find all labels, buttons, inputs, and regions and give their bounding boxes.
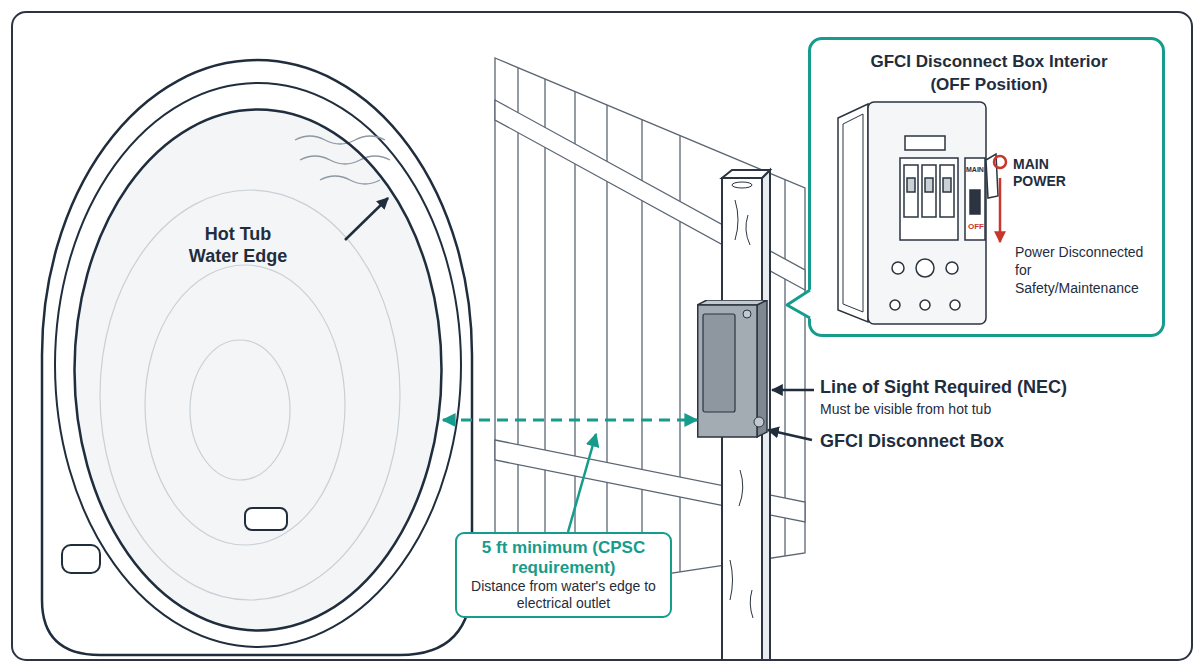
part-label: Hot Tub Water Edge xyxy=(183,223,293,267)
hot-tub-water: Hot Tub Water Edge xyxy=(73,108,443,632)
leader-arrow xyxy=(568,434,596,532)
requirement-heading: 5 ft minimum (CPSC requirement) xyxy=(465,538,662,578)
box-side xyxy=(757,300,767,437)
post-top xyxy=(722,170,770,178)
box-door xyxy=(703,314,735,412)
box-knockout xyxy=(754,417,764,427)
hot-tub xyxy=(42,60,472,655)
switch-state: OFF xyxy=(968,222,984,232)
requirement-note: Distance from water's edge to electrical… xyxy=(465,578,662,612)
connector-layer xyxy=(443,420,697,421)
box-screw xyxy=(743,310,751,318)
fence-plank xyxy=(574,92,575,588)
tub-rim xyxy=(55,83,461,647)
fence-plank xyxy=(517,68,518,597)
water-ripple xyxy=(190,340,290,480)
gfci-disconnect-box: GFCI Disconnect Box xyxy=(697,300,769,440)
leader-arrow xyxy=(768,430,812,440)
water-edge-outline xyxy=(73,108,443,632)
frame xyxy=(12,12,1192,660)
water-surface xyxy=(73,108,443,632)
fence-plank xyxy=(544,79,545,593)
callout-box: GFCI Disconnect Box Interior (OFF Positi… xyxy=(808,37,1165,337)
callout-tail xyxy=(787,290,810,318)
part-label: GFCI Disconnect Box xyxy=(820,430,1004,452)
water-ripple xyxy=(145,265,345,545)
tub-handle xyxy=(62,545,100,573)
water-wave xyxy=(295,136,390,184)
callout-heading: GFCI Disconnect Box Interior (OFF Positi… xyxy=(849,50,1129,96)
water-ripple xyxy=(100,190,400,600)
box-front xyxy=(698,305,757,437)
tub-shell xyxy=(42,60,472,655)
switch-label: MAIN xyxy=(966,165,984,174)
gfci-box-outline xyxy=(697,300,769,440)
leader-arrow xyxy=(345,198,388,240)
tub-handle xyxy=(245,508,287,530)
wood-grain xyxy=(732,182,752,188)
requirement-note: Must be visible from hot tub xyxy=(820,400,991,418)
distance-note-box: 5 ft minimum (CPSC requirement)Distance … xyxy=(455,532,672,618)
power-label: MAIN POWER xyxy=(1013,156,1103,190)
status-note: Power Disconnected for Safety/Maintenanc… xyxy=(1015,243,1157,297)
distance-connector xyxy=(443,419,697,422)
leader-arrow xyxy=(772,389,814,392)
requirement-label: Line of Sight Required (NEC) xyxy=(820,376,1067,399)
water-edge xyxy=(75,110,442,631)
